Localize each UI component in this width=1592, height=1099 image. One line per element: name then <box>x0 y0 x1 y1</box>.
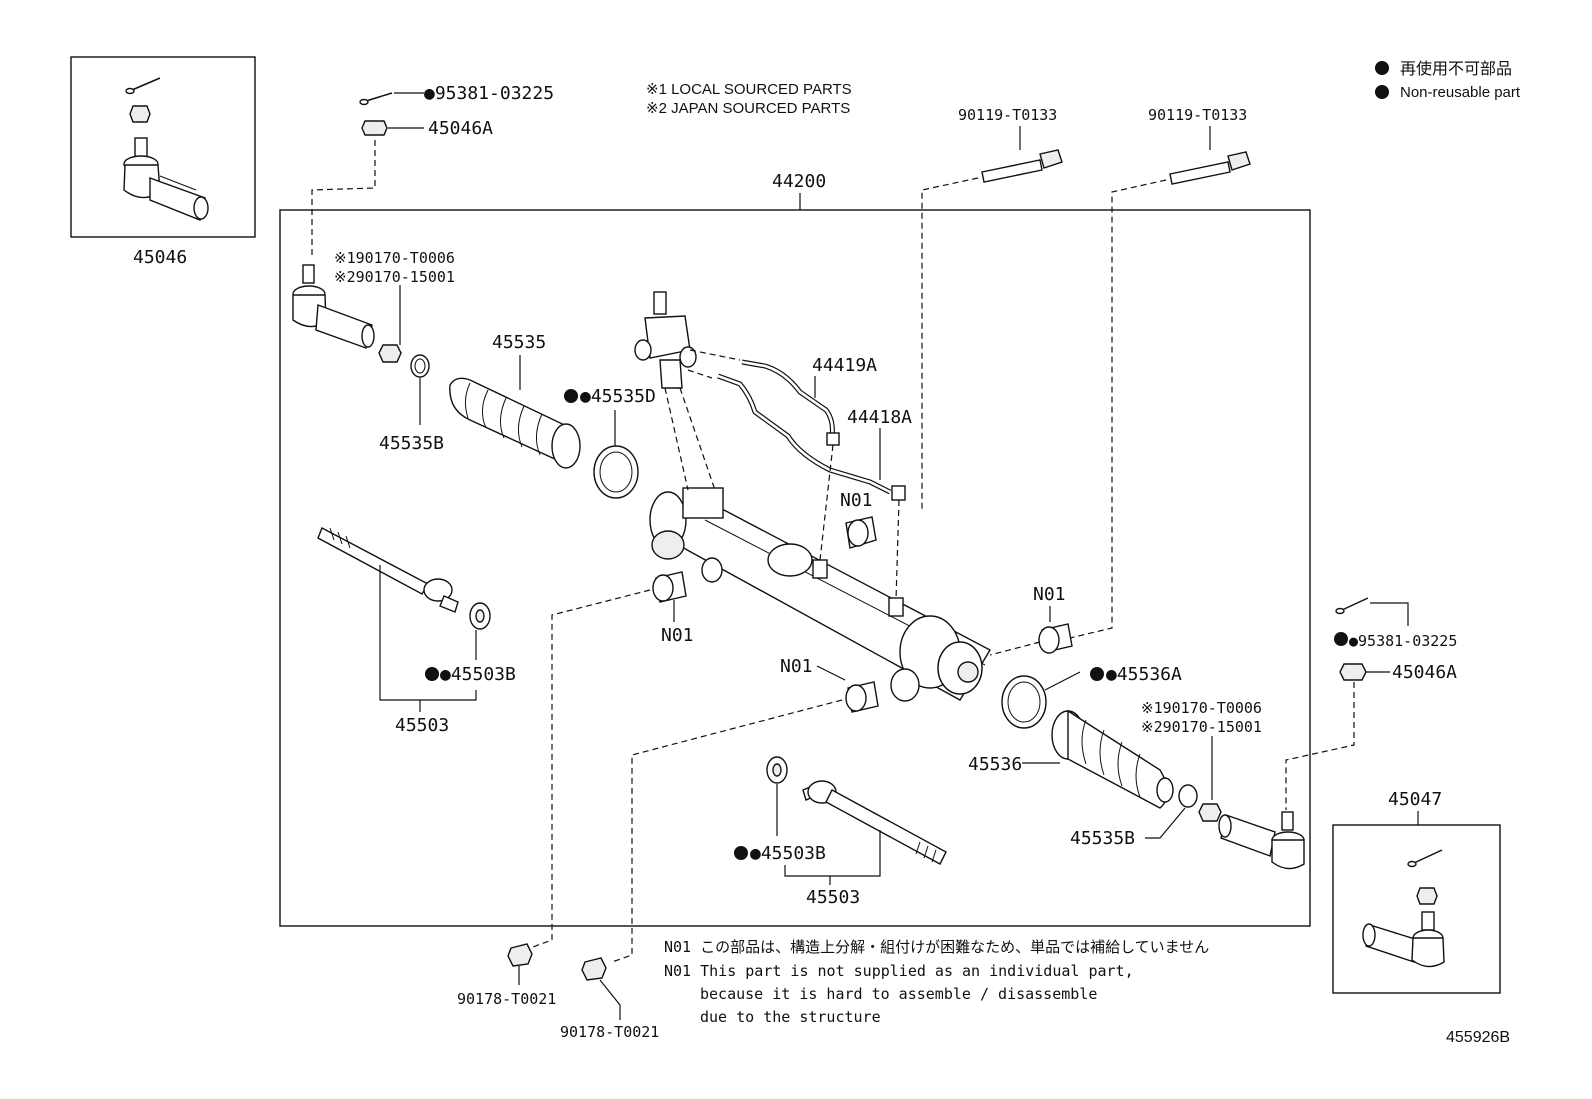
non-reusable-dot-icon <box>1375 61 1389 75</box>
label-sourced-right-1: ※190170-T0006 <box>1141 699 1262 717</box>
footnote-en-1: N01 This part is not supplied as an indi… <box>664 962 1134 980</box>
legend-en: Non-reusable part <box>1400 84 1521 101</box>
label-rod-left: 45503 <box>395 715 449 736</box>
label-mount-nut-left: 90178-T0021 <box>457 990 556 1008</box>
inset-left-label: 45046 <box>133 247 187 268</box>
bolt-a-icon <box>981 149 1063 183</box>
footnote-en-2: because it is hard to assemble / disasse… <box>700 985 1097 1003</box>
castle-nut-top-icon <box>361 120 388 136</box>
label-clamp-right-big: ●45536A <box>1106 664 1182 685</box>
inset-right-label: 45047 <box>1388 789 1442 810</box>
label-rod-right: 45503 <box>806 887 860 908</box>
label-n01-left: N01 <box>661 625 694 646</box>
inner-rod-right-icon <box>802 780 947 865</box>
tie-rod-end-inner-left-icon <box>292 264 375 349</box>
clamp-right-big-icon <box>1001 675 1047 729</box>
washer-right-icon <box>766 756 788 784</box>
rack-housing-icon <box>649 487 991 702</box>
bushing-n01-lower-icon <box>845 681 879 713</box>
non-reusable-dot-icon <box>1375 85 1389 99</box>
pressure-tube-b-icon <box>717 373 906 501</box>
cotter-pin-top-icon <box>359 92 393 106</box>
sourcing-note-2: ※2 JAPAN SOURCED PARTS <box>646 100 850 117</box>
label-bolt-b: 90119-T0133 <box>1148 106 1247 124</box>
label-sourced-right-2: ※290170-15001 <box>1141 718 1262 736</box>
washer-left-icon <box>469 602 491 630</box>
non-reusable-dot-icon <box>1090 667 1104 681</box>
clamp-left-big-icon <box>593 445 639 499</box>
non-reusable-dot-icon <box>734 846 748 860</box>
label-clip-right: 45535B <box>1070 828 1135 849</box>
footnote-en-3: due to the structure <box>700 1008 881 1026</box>
bushing-n01-right-icon <box>1038 623 1073 654</box>
label-nut-right: 45046A <box>1392 662 1457 683</box>
illustration-id: 455926B <box>1446 1029 1510 1046</box>
non-reusable-dot-icon <box>564 389 578 403</box>
valve-body-icon <box>634 291 697 389</box>
lock-nut-right-icon <box>1198 803 1222 822</box>
bushing-n01-upper-icon <box>845 516 877 549</box>
bushing-n01-left-icon <box>652 571 687 603</box>
label-n01-lower: N01 <box>780 656 813 677</box>
mount-nut-left-icon <box>507 943 533 967</box>
label-washer-left: ●45503B <box>440 664 516 685</box>
label-tube-b: 44418A <box>847 407 912 428</box>
tie-rod-end-right-icon <box>1362 849 1445 968</box>
inset-right: 45047 <box>1332 789 1501 994</box>
label-washer-right: ●45503B <box>750 843 826 864</box>
label-nut-top: 45046A <box>428 118 493 139</box>
label-sourced-left-1: ※190170-T0006 <box>334 249 455 267</box>
pressure-tube-a-icon <box>741 359 840 446</box>
sourcing-note-1: ※1 LOCAL SOURCED PARTS <box>646 81 852 98</box>
cotter-pin-right-icon <box>1335 597 1369 615</box>
inner-rod-left-icon <box>317 527 459 613</box>
label-boot-left: 45535 <box>492 332 546 353</box>
footnote-jp: N01 この部品は、構造上分解・組付けが困難なため、単品では補給していません <box>664 938 1209 956</box>
non-reusable-dot-icon <box>1334 632 1348 646</box>
clip-left-icon <box>410 354 430 378</box>
assembly-frame <box>279 209 1311 927</box>
boot-right-icon <box>1051 709 1174 809</box>
tie-rod-end-inner-right-icon <box>1218 811 1305 870</box>
inset-right-frame <box>1332 824 1501 994</box>
label-cotter-pin-right: ●95381-03225 <box>1349 632 1457 650</box>
assembly-label: 44200 <box>772 171 826 192</box>
label-cotter-pin-top: ●95381-03225 <box>424 83 554 104</box>
label-mount-nut-right: 90178-T0021 <box>560 1023 659 1041</box>
label-clamp-left-big: ●45535D <box>580 386 656 407</box>
non-reusable-dot-icon <box>425 667 439 681</box>
legend-jp: 再使用不可部品 <box>1400 60 1512 78</box>
label-clip-left: 45535B <box>379 433 444 454</box>
inset-left-frame <box>70 56 256 238</box>
label-n01-upper: N01 <box>840 490 873 511</box>
legend: 再使用不可部品 Non-reusable part <box>1375 60 1521 101</box>
tie-rod-end-left-icon <box>123 77 209 221</box>
label-n01-right: N01 <box>1033 584 1066 605</box>
label-sourced-left-2: ※290170-15001 <box>334 268 455 286</box>
label-tube-a: 44419A <box>812 355 877 376</box>
inset-left: 45046 <box>70 56 256 268</box>
label-bolt-a: 90119-T0133 <box>958 106 1057 124</box>
clip-right-icon <box>1178 784 1198 808</box>
bolt-b-icon <box>1169 151 1251 185</box>
lock-nut-left-icon <box>378 344 402 363</box>
boot-left-icon <box>449 377 581 469</box>
mount-nut-right-icon <box>581 957 607 981</box>
label-boot-right: 45536 <box>968 754 1022 775</box>
castle-nut-right-icon <box>1339 663 1367 681</box>
